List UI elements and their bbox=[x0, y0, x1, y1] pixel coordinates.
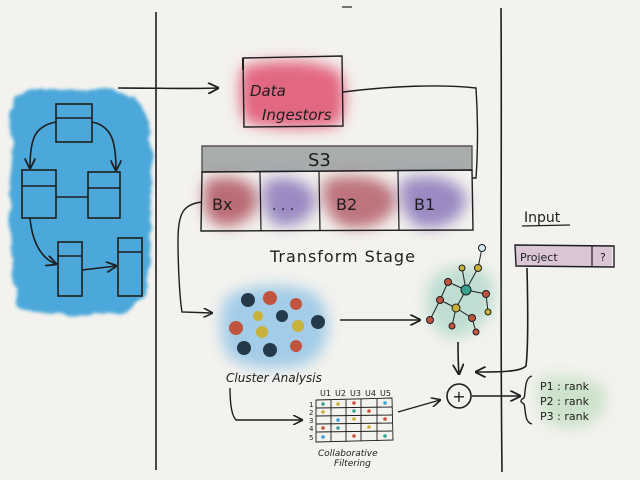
arrow-input-to-combine bbox=[476, 267, 529, 372]
s3-label: S3 bbox=[308, 150, 331, 171]
cluster-analysis: Cluster Analysis bbox=[220, 285, 328, 385]
s3-bar bbox=[201, 145, 473, 173]
ingestor-wash bbox=[239, 61, 345, 129]
divider-left bbox=[154, 11, 158, 471]
ingestor-label-line1: Data bbox=[250, 82, 286, 100]
matrix-label-line1: Collaborative bbox=[318, 449, 378, 459]
input-title-underline bbox=[521, 224, 571, 227]
partition-row: Bx . . . B2 B1 bbox=[200, 169, 474, 232]
arrow-matrix-to-combine bbox=[397, 400, 440, 413]
partition-wash-3 bbox=[323, 176, 396, 228]
matrix-col-u4: U4 bbox=[365, 389, 376, 398]
partition-label-bx: Bx bbox=[212, 195, 232, 214]
source-wash bbox=[10, 88, 152, 316]
matrix-row-1: 1 bbox=[309, 401, 313, 409]
output-item-1: P1 : rank bbox=[540, 380, 590, 393]
cluster-dots bbox=[229, 291, 325, 357]
output-item-2: P2 : rank bbox=[540, 395, 590, 408]
arrow-transform-to-cluster bbox=[177, 201, 212, 313]
partition-label-ellipsis: . . . bbox=[272, 198, 294, 214]
matrix-col-u5: U5 bbox=[380, 389, 391, 398]
partition-wash-4 bbox=[401, 176, 466, 228]
output-brace bbox=[520, 375, 533, 425]
output-ranking: P1 : rank P2 : rank P3 : rank bbox=[520, 375, 606, 428]
s3-storage: S3 bbox=[201, 145, 473, 173]
matrix-label-line2: Filtering bbox=[334, 459, 371, 469]
matrix-row-5: 5 bbox=[309, 434, 313, 442]
matrix-col-u2: U2 bbox=[335, 389, 346, 398]
source-system bbox=[10, 88, 152, 316]
project-input-field[interactable]: Project bbox=[514, 244, 615, 268]
input-field-fill bbox=[516, 246, 612, 266]
network-graph-icon bbox=[425, 244, 495, 338]
input-section: Input Project ? bbox=[514, 210, 615, 268]
transform-stage-label: Transform Stage bbox=[269, 247, 416, 266]
project-input-value: Project bbox=[520, 251, 558, 264]
partition-label-b1: B1 bbox=[414, 195, 435, 214]
partition-label-b2: B2 bbox=[336, 195, 357, 214]
flowchart-icon bbox=[21, 103, 143, 297]
partition-frame bbox=[200, 169, 474, 232]
matrix-row-3: 3 bbox=[309, 417, 313, 425]
partition-wash-1 bbox=[203, 177, 258, 226]
query-button[interactable]: ? bbox=[591, 246, 606, 266]
combine-symbol: + bbox=[452, 387, 465, 406]
partition-divider-2 bbox=[318, 171, 321, 232]
data-ingestors: Data Ingestors bbox=[239, 55, 345, 129]
matrix-col-u1: U1 bbox=[320, 389, 331, 398]
cluster-label: Cluster Analysis bbox=[226, 371, 322, 385]
output-item-3: P3 : rank bbox=[540, 410, 590, 423]
matrix-col-u3: U3 bbox=[350, 389, 361, 398]
divider-right bbox=[500, 7, 503, 473]
output-highlight bbox=[537, 376, 606, 428]
partition-wash-2 bbox=[263, 178, 316, 226]
matrix-row-2: 2 bbox=[309, 409, 313, 417]
matrix-row-4: 4 bbox=[309, 425, 314, 433]
collaborative-filtering-matrix: U1 U2 U3 U4 U5 1 2 3 4 5 Collaborative bbox=[309, 389, 394, 469]
arrow-ingestor-to-s3 bbox=[342, 85, 479, 179]
arrow-cluster-to-matrix bbox=[229, 387, 302, 420]
query-button-label: ? bbox=[600, 251, 606, 264]
partition-divider-1 bbox=[259, 171, 262, 232]
partition-divider-3 bbox=[397, 170, 400, 231]
ingestor-label-line2: Ingestors bbox=[262, 106, 332, 124]
ingestor-box bbox=[242, 55, 344, 128]
input-title: Input bbox=[524, 210, 561, 226]
plus-circle-icon: + bbox=[446, 383, 472, 409]
arrow-graph-to-combine bbox=[458, 341, 459, 374]
